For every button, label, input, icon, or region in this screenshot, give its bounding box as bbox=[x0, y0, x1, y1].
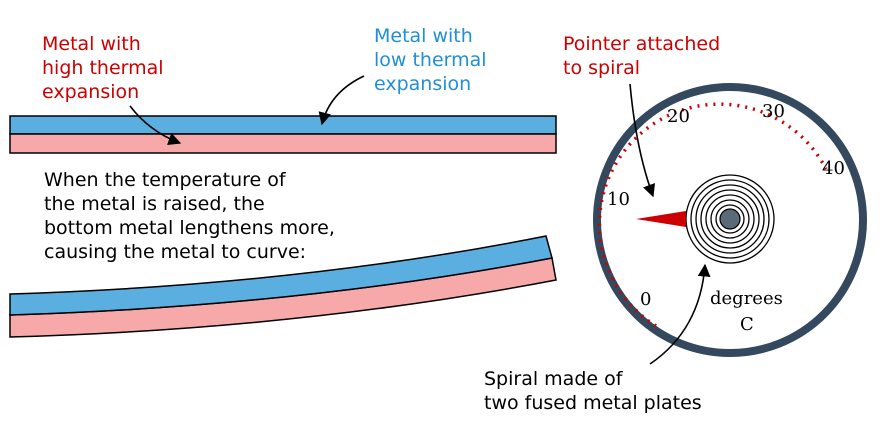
straight-bottom-metal-strip bbox=[9, 133, 557, 154]
pointer-label-line-1: Pointer attached bbox=[563, 33, 720, 55]
dial-tick-0: 0 bbox=[640, 289, 651, 310]
low-expansion-line-1: Metal with bbox=[374, 25, 473, 47]
dial-tick-labels: 0 10 20 30 40 bbox=[607, 101, 845, 310]
low-expansion-arrow bbox=[318, 75, 365, 126]
spiral-label-line-2: two fused metal plates bbox=[484, 392, 702, 414]
spiral-label-line-1: Spiral made of bbox=[484, 368, 624, 390]
low-expansion-line-2: low thermal bbox=[374, 49, 487, 71]
dial-pointer bbox=[636, 211, 686, 227]
high-expansion-arrow bbox=[129, 105, 182, 146]
low-expansion-label: Metal with low thermal expansion bbox=[374, 25, 487, 95]
pointer-label: Pointer attached to spiral bbox=[563, 33, 720, 79]
high-expansion-label: Metal with high thermal expansion bbox=[42, 33, 164, 103]
high-expansion-line-2: high thermal bbox=[42, 57, 164, 79]
dial-unit-line-2: C bbox=[740, 314, 754, 335]
explanation-line-1: When the temperature of bbox=[44, 169, 287, 191]
bimetal-spiral bbox=[685, 174, 775, 264]
high-expansion-line-3: expansion bbox=[42, 81, 139, 103]
dial-tick-30: 30 bbox=[762, 101, 785, 122]
straight-top-metal-strip bbox=[9, 115, 557, 135]
high-expansion-line-1: Metal with bbox=[42, 33, 141, 55]
pointer-label-line-2: to spiral bbox=[563, 57, 640, 79]
spiral-hub bbox=[719, 208, 741, 230]
dial-tick-40: 40 bbox=[822, 158, 845, 179]
dial-tick-10: 10 bbox=[607, 189, 630, 210]
curved-top-metal-strip bbox=[9, 235, 553, 316]
explanation-line-4: causing the metal to curve: bbox=[44, 241, 306, 263]
dial-unit-label: degrees C bbox=[710, 288, 783, 335]
dial-unit-line-1: degrees bbox=[710, 288, 783, 309]
low-expansion-line-3: expansion bbox=[374, 73, 471, 95]
dial-tick-20: 20 bbox=[667, 106, 690, 127]
explanation-line-2: the metal is raised, the bbox=[44, 193, 265, 215]
pointer-arrow bbox=[629, 83, 656, 198]
spiral-arrow bbox=[649, 263, 711, 365]
spiral-label: Spiral made of two fused metal plates bbox=[484, 368, 702, 414]
explanation-text: When the temperature of the metal is rai… bbox=[44, 169, 335, 263]
explanation-line-3: bottom metal lengthens more, bbox=[44, 217, 335, 239]
